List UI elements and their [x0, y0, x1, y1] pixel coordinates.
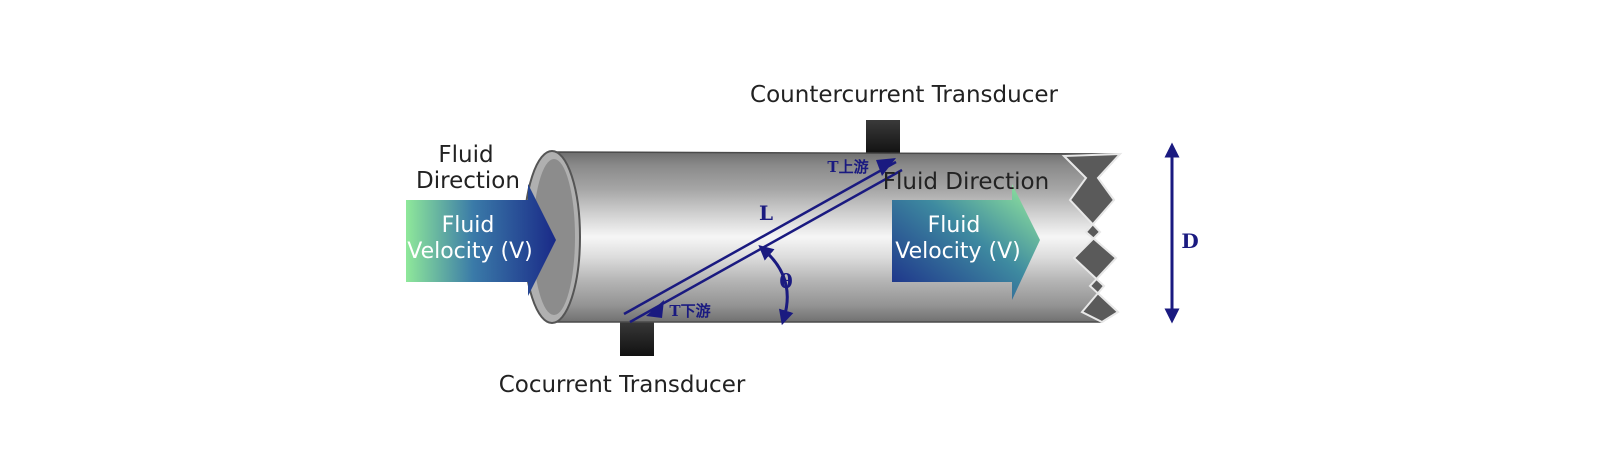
inner-direction-label: Fluid Direction: [883, 169, 1049, 195]
cocurrent-transducer-block: [620, 320, 654, 356]
cocurrent-transducer-label: Cocurrent Transducer: [499, 372, 746, 398]
inlet-direction-label-line2: Direction: [416, 168, 520, 194]
path-length-label: L: [759, 201, 773, 225]
t-up-arrowhead: [876, 158, 896, 176]
countercurrent-transducer-block: [866, 120, 900, 154]
inlet-flow-arrow: [406, 184, 556, 296]
countercurrent-transducer-label: Countercurrent Transducer: [750, 82, 1058, 108]
angle-arc: [758, 245, 794, 326]
t-up-label: T上游: [827, 158, 868, 176]
inner-flow-arrow: [892, 184, 1040, 300]
ultrasonic-path-upper: [623, 160, 897, 316]
t-down-arrowhead: [646, 300, 664, 318]
inner-velocity-label-line1: Fluid: [928, 213, 981, 238]
diameter-label: D: [1181, 229, 1198, 253]
inlet-direction-label-line1: Fluid: [438, 142, 493, 168]
inlet-velocity-label-line1: Fluid: [442, 213, 495, 238]
pipe-broken-end: [1061, 152, 1123, 324]
inlet-velocity-label-line2: Velocity (V): [407, 239, 533, 264]
inner-velocity-label-line2: Velocity (V): [895, 239, 1021, 264]
t-down-label: T下游: [669, 302, 710, 320]
angle-label: θ: [779, 269, 792, 293]
